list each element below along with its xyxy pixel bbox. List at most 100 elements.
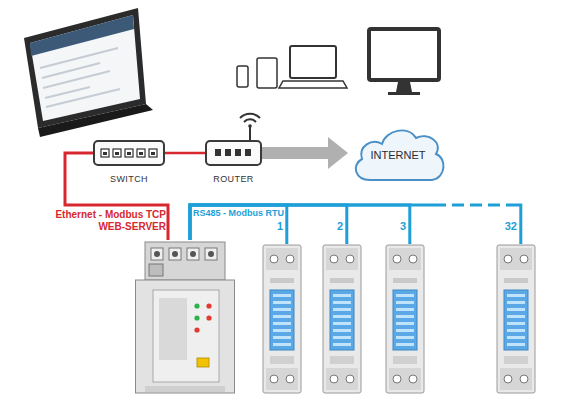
ethernet-cable bbox=[165, 152, 205, 155]
bus-dash-gap bbox=[464, 202, 470, 209]
gateway-terminal bbox=[169, 248, 181, 260]
meter-logo-plate bbox=[393, 278, 417, 283]
switch-port-pin bbox=[127, 152, 131, 155]
status-led bbox=[206, 315, 211, 320]
meter-screw bbox=[393, 255, 401, 263]
lcd-segment bbox=[333, 315, 351, 318]
energy-meter: 32 bbox=[496, 244, 536, 394]
meter-screw bbox=[270, 255, 278, 263]
lcd-segment bbox=[273, 329, 291, 332]
switch-body bbox=[94, 141, 164, 165]
router-body bbox=[206, 141, 261, 165]
connector-group bbox=[190, 205, 347, 244]
meter-terminal-block bbox=[389, 248, 421, 270]
meter-body bbox=[263, 245, 301, 393]
tablet-icon bbox=[257, 58, 277, 88]
monitor-stand bbox=[396, 82, 412, 92]
lcd-segment bbox=[273, 308, 291, 311]
text-group: INTERNET bbox=[348, 120, 448, 186]
connector-group bbox=[165, 153, 205, 154]
energy-meter: 1 bbox=[262, 244, 302, 394]
meter-terminal-block bbox=[266, 368, 298, 390]
switch-box: SWITCH bbox=[93, 140, 165, 166]
meter-number: 32 bbox=[505, 220, 517, 232]
bus-dash-gap bbox=[482, 202, 488, 209]
meter-number: 2 bbox=[337, 220, 343, 232]
meter-lcd bbox=[504, 290, 528, 350]
lcd-segment bbox=[273, 301, 291, 304]
router-box: ROUTER bbox=[205, 140, 262, 166]
router-port bbox=[225, 149, 231, 156]
lcd-segment bbox=[507, 301, 525, 304]
lcd-segment bbox=[507, 322, 525, 325]
phone-icon bbox=[237, 66, 248, 87]
wifi-arc bbox=[244, 119, 256, 122]
meter-label-plate bbox=[270, 356, 294, 364]
gateway-screw bbox=[154, 251, 160, 257]
wifi-dot bbox=[248, 124, 252, 128]
router-drawing bbox=[205, 140, 262, 166]
lcd-segment bbox=[396, 301, 414, 304]
switch-port bbox=[101, 149, 109, 157]
switch-port-pin bbox=[139, 152, 143, 155]
gateway-label-plate bbox=[159, 298, 187, 360]
web-page-line bbox=[45, 87, 90, 98]
meter-screw bbox=[520, 255, 528, 263]
router-port bbox=[235, 149, 241, 156]
lcd-segment bbox=[507, 336, 525, 339]
meter-logo-plate bbox=[270, 278, 294, 283]
lcd-segment bbox=[333, 294, 351, 297]
bus-dash-gap bbox=[446, 202, 452, 209]
gateway-front-panel bbox=[153, 290, 219, 382]
lcd-segment bbox=[333, 336, 351, 339]
cloud-label: INTERNET bbox=[371, 149, 426, 161]
meter-lcd bbox=[393, 290, 417, 350]
gateway-label: WEB-SERVER bbox=[55, 221, 166, 233]
lcd-segment bbox=[396, 322, 414, 325]
meter-drawing bbox=[496, 244, 536, 394]
meter-drawing bbox=[385, 244, 425, 394]
connector-group bbox=[190, 205, 410, 244]
meter-screw bbox=[393, 375, 401, 383]
meter-screw bbox=[286, 375, 294, 383]
status-led bbox=[194, 303, 199, 308]
text-group: SWITCH bbox=[110, 174, 148, 184]
meter-screw bbox=[330, 375, 338, 383]
lcd-segment bbox=[396, 329, 414, 332]
text-group: 1 bbox=[277, 220, 283, 232]
laptop-base bbox=[38, 104, 153, 137]
text-group: 3 bbox=[400, 220, 406, 232]
monitor-icon bbox=[369, 29, 439, 80]
meter-screw bbox=[504, 255, 512, 263]
switch-port bbox=[137, 149, 145, 157]
meter-screw bbox=[346, 375, 354, 383]
internet-cloud: INTERNET bbox=[348, 120, 448, 186]
meter-lcd bbox=[330, 290, 354, 350]
laptop-icon-screen bbox=[290, 46, 336, 78]
device-label: SWITCH bbox=[110, 174, 148, 184]
gateway-screw bbox=[190, 251, 196, 257]
router-port bbox=[215, 149, 221, 156]
lcd-segment bbox=[333, 343, 351, 346]
power-button bbox=[197, 358, 209, 367]
meter-logo-plate bbox=[504, 278, 528, 283]
switch-drawing bbox=[93, 140, 165, 166]
meter-terminal-block bbox=[500, 248, 532, 270]
rs485-bus bbox=[190, 205, 287, 244]
lcd-segment bbox=[333, 329, 351, 332]
monitor-foot bbox=[388, 92, 420, 95]
rs485-bus bbox=[190, 205, 347, 244]
arrow-head bbox=[328, 137, 348, 169]
laptop-screen bbox=[30, 15, 140, 121]
cloud-outline bbox=[356, 130, 444, 180]
meter-label-plate bbox=[504, 356, 528, 364]
meter-terminal-block bbox=[266, 248, 298, 270]
laptop-icon-base bbox=[279, 81, 347, 88]
text-group: ROUTER bbox=[213, 174, 253, 184]
connector-group bbox=[190, 205, 521, 244]
switch-port-pin bbox=[151, 152, 155, 155]
rj45-port bbox=[149, 264, 163, 276]
web-page-line bbox=[40, 48, 118, 68]
meter-body bbox=[386, 245, 424, 393]
